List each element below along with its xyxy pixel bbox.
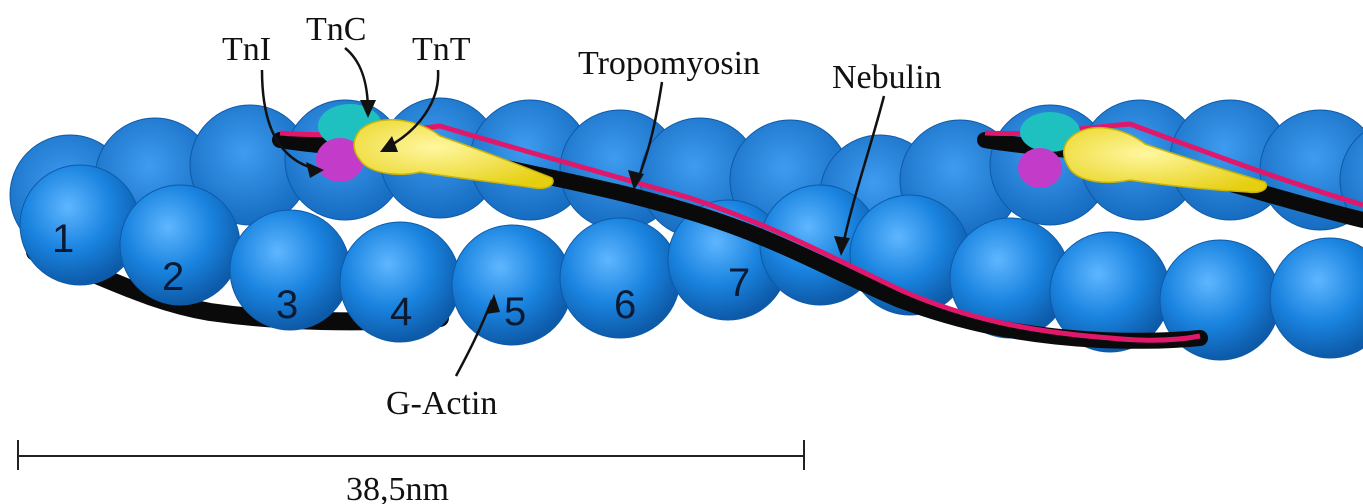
label-nebulin: Nebulin bbox=[832, 59, 942, 96]
label-tropomyosin: Tropomyosin bbox=[578, 45, 760, 82]
scale-bar bbox=[18, 440, 804, 470]
actin-number-5: 5 bbox=[504, 290, 526, 334]
actin-number-7: 7 bbox=[728, 261, 750, 305]
actin-number-6: 6 bbox=[614, 283, 636, 327]
actin-subunit-front-1 bbox=[20, 165, 140, 285]
label-g-actin: G-Actin bbox=[386, 385, 497, 422]
label-tnc: TnC bbox=[306, 11, 366, 48]
tni-subunit bbox=[1018, 148, 1062, 188]
label-tni: TnI bbox=[222, 31, 271, 68]
actin-number-1: 1 bbox=[52, 217, 74, 261]
actin-subunit-front-13 bbox=[1270, 238, 1363, 358]
actin-number-3: 3 bbox=[276, 283, 298, 327]
actin-number-2: 2 bbox=[162, 255, 184, 299]
scale-bar-label: 38,5nm bbox=[346, 471, 449, 504]
actin-number-4: 4 bbox=[390, 290, 412, 334]
label-tnt: TnT bbox=[412, 31, 471, 68]
